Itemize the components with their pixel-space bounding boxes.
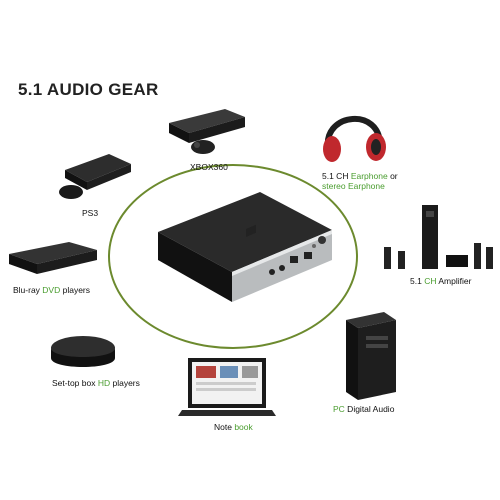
audio-converter-image [158, 192, 332, 302]
xbox-label: XBOX360 [190, 162, 228, 172]
notebook-label-green: book [234, 422, 253, 432]
earphone-label-line1: 5.1 CH Earphone or [322, 171, 398, 181]
page-title: 5.1 AUDIO GEAR [18, 80, 159, 99]
earphone-label-line2: stereo Earphone [322, 181, 385, 191]
xbox-console-image [169, 109, 245, 154]
settop-label: Set-top box HD players [52, 378, 140, 388]
amplifier-speakers-image [384, 205, 493, 269]
amplifier-label: 5.1 CH Amplifier [410, 276, 471, 286]
pc-label-suffix: Digital Audio [344, 404, 395, 414]
notebook-label-prefix: Note [214, 422, 235, 432]
amplifier-label-prefix: 5.1 [410, 276, 425, 286]
ps3-console-image [59, 154, 131, 199]
settop-label-suffix: players [110, 378, 140, 388]
ps3-label: PS3 [82, 208, 99, 218]
bluray-label-suffix: players [60, 285, 91, 295]
earphone-label-green: Earphone [350, 171, 388, 181]
settop-label-prefix: Set-top box [52, 378, 98, 388]
bluray-label-green: DVD [42, 285, 61, 295]
pc-label-green: PC [333, 404, 345, 414]
earphone-label-prefix: 5.1 CH [322, 171, 351, 181]
pc-tower-image [346, 312, 396, 400]
settop-box-image [51, 336, 115, 367]
earphone-label-suffix: or [387, 171, 398, 181]
notebook-image [178, 358, 276, 416]
settop-label-green: HD [97, 378, 111, 388]
amplifier-label-suffix: Amplifier [436, 276, 472, 286]
bluray-label-prefix: Blu-ray [13, 285, 43, 295]
highlight-ring [108, 164, 358, 349]
pc-label: PC Digital Audio [333, 404, 394, 414]
amplifier-label-green: CH [424, 276, 437, 286]
bluray-label: Blu-ray DVD players [13, 285, 90, 295]
notebook-label: Note book [214, 422, 253, 432]
headphones-image [323, 116, 386, 162]
bluray-player-image [9, 242, 97, 274]
